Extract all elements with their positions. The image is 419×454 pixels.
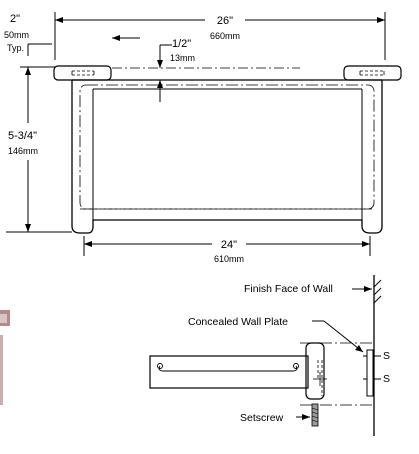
wall-hatch	[373, 279, 382, 304]
side-bracket-hidden	[313, 360, 327, 396]
inner-arrowhead-right	[362, 241, 370, 247]
wall-plate-leader-2	[323, 320, 364, 353]
height-imperial: 5-3/4"	[8, 130, 37, 142]
hidden-rail	[79, 84, 375, 210]
arrowhead-left	[55, 17, 63, 23]
bracket-width-leader	[27, 37, 140, 56]
label-mask	[205, 13, 245, 43]
bracket-width-imperial: 2"	[10, 13, 20, 25]
shelf-arm	[149, 355, 309, 389]
inner-arrowhead-left	[84, 241, 92, 247]
height-dimension	[6, 67, 72, 233]
left-bracket-slot	[71, 70, 95, 76]
wall-plate-label: Concealed Wall Plate	[188, 316, 288, 328]
shelf-arm-rod	[158, 365, 298, 372]
overall-width-imperial: 26"	[217, 15, 233, 27]
rod-end-right	[293, 363, 299, 369]
finish-face-arrow	[364, 286, 372, 292]
wall-plate-arrow	[355, 345, 363, 352]
setscrew-icon	[311, 403, 319, 427]
product-thumbnail-fragment	[0, 310, 10, 405]
height-arrowhead-bottom	[25, 224, 31, 232]
screw-label-2: S	[383, 373, 390, 385]
side-bracket	[305, 342, 325, 400]
bracket-arrowhead	[112, 35, 120, 41]
height-arrowhead-top	[25, 67, 31, 75]
bracket-typ-note: Typ.	[7, 43, 24, 53]
setscrew-thread	[311, 407, 319, 423]
right-bracket-top	[343, 65, 402, 81]
offset-arrowhead-top	[157, 60, 163, 68]
offset-arrowhead-bottom	[157, 80, 163, 88]
wall-plate	[366, 349, 374, 397]
setscrew-label: Setscrew	[240, 412, 284, 424]
offset-imperial: 1/2"	[172, 38, 191, 50]
right-bracket-slot	[359, 70, 385, 76]
overall-width-metric: 660mm	[210, 31, 240, 41]
left-bracket-top	[53, 65, 112, 81]
bracket-width-metric: 50mm	[4, 30, 29, 40]
inner-width-metric: 610mm	[214, 254, 244, 264]
setscrew-arrow	[302, 414, 310, 420]
screw-label-1: S	[383, 350, 390, 362]
finish-face-label: Finish Face of Wall	[244, 283, 333, 295]
rod-end-left	[157, 363, 163, 369]
offset-metric: 13mm	[170, 53, 195, 63]
height-metric: 146mm	[8, 146, 38, 156]
inner-width-dimension	[83, 236, 371, 256]
shelf-frame	[71, 80, 383, 234]
inner-width-imperial: 24"	[221, 239, 237, 251]
arrowhead-right	[377, 17, 385, 23]
